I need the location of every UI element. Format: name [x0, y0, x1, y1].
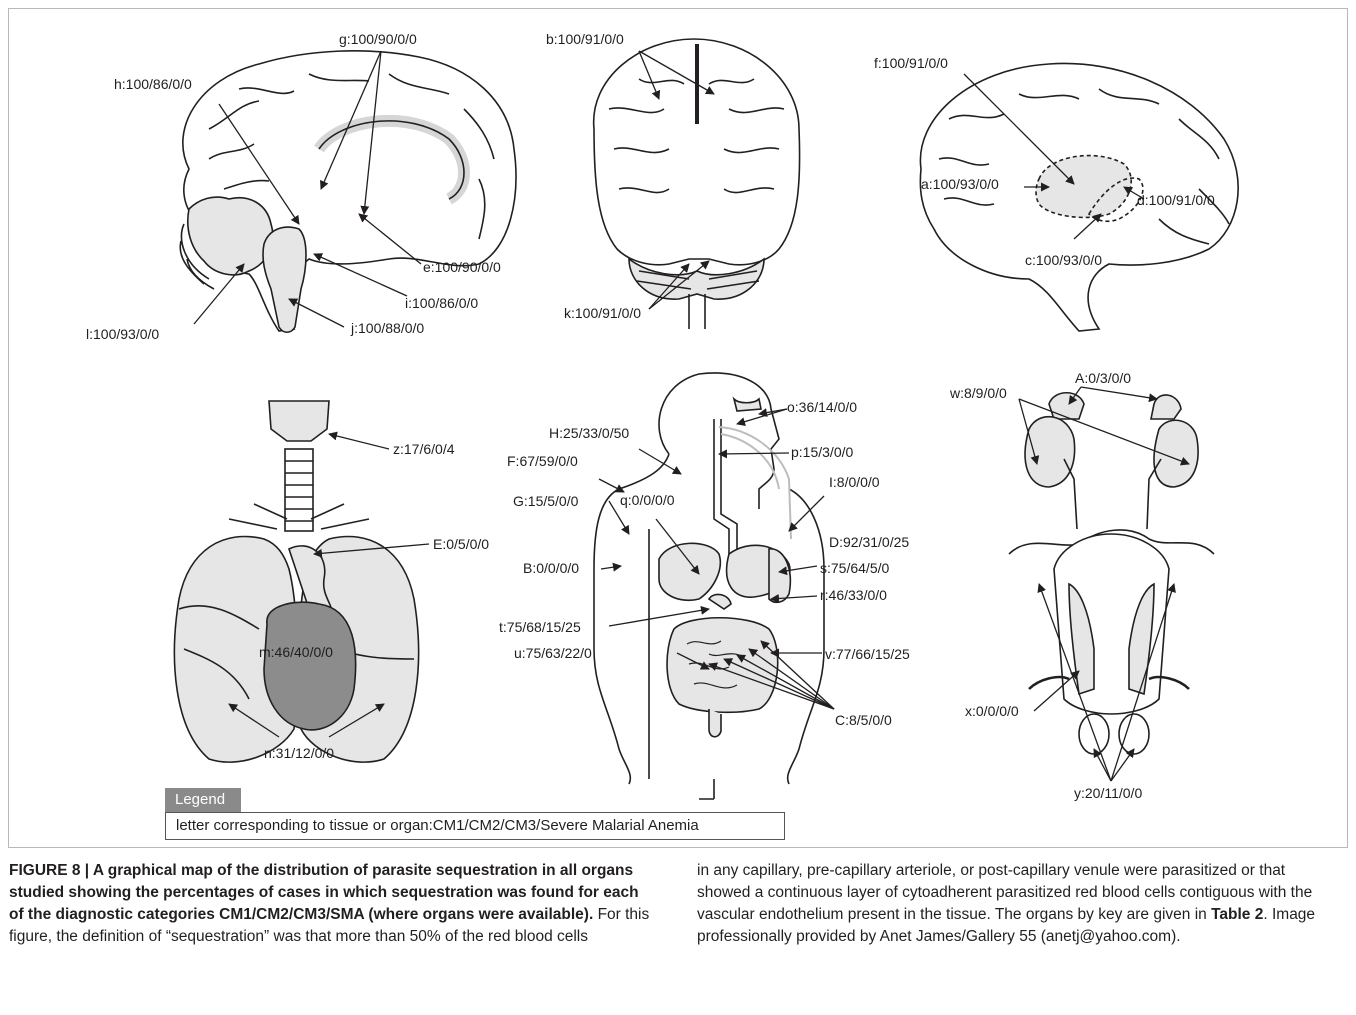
label-B: B:0/0/0/0: [523, 560, 579, 576]
label-w: w:8/9/0/0: [950, 385, 1007, 401]
label-I: I:8/0/0/0: [829, 474, 880, 490]
table-reference: Table 2: [1211, 906, 1263, 923]
legend-text: letter corresponding to tissue or organ:…: [165, 812, 785, 840]
brain-coronal: [594, 39, 800, 329]
label-m: m:46/40/0/0: [259, 644, 333, 660]
legend-title: Legend: [165, 788, 241, 812]
label-f: f:100/91/0/0: [874, 55, 948, 71]
label-j: j:100/88/0/0: [351, 320, 424, 336]
label-e: e:100/90/0/0: [423, 259, 501, 275]
label-s: s:75/64/5/0: [820, 560, 889, 576]
label-g: g:100/90/0/0: [339, 31, 417, 47]
brain-sagittal: [180, 51, 516, 332]
label-y: y:20/11/0/0: [1074, 785, 1142, 801]
label-C: C:8/5/0/0: [835, 712, 892, 728]
label-k: k:100/91/0/0: [564, 305, 641, 321]
urogenital: [1009, 393, 1214, 754]
label-v: v:77/66/15/25: [825, 646, 910, 662]
label-r: r:46/33/0/0: [820, 587, 887, 603]
label-q: q:0/0/0/0: [620, 492, 675, 508]
anatomy-illustration: [9, 9, 1347, 847]
label-l: l:100/93/0/0: [86, 326, 159, 342]
label-F: F:67/59/0/0: [507, 453, 578, 469]
label-b: b:100/91/0/0: [546, 31, 624, 47]
label-x: x:0/0/0/0: [965, 703, 1019, 719]
label-u: u:75/63/22/0: [514, 645, 592, 661]
label-a: a:100/93/0/0: [921, 176, 999, 192]
label-E: E:0/5/0/0: [433, 536, 489, 552]
label-h: h:100/86/0/0: [114, 76, 192, 92]
label-z: z:17/6/0/4: [393, 441, 455, 457]
label-G: G:15/5/0/0: [513, 493, 578, 509]
label-t: t:75/68/15/25: [499, 619, 581, 635]
figure-label: FIGURE 8 | A graphical map of the distri…: [9, 862, 639, 923]
label-n: n:31/12/0/0: [264, 745, 334, 761]
label-c: c:100/93/0/0: [1025, 252, 1102, 268]
label-H: H:25/33/0/50: [549, 425, 629, 441]
label-d: d:100/91/0/0: [1137, 192, 1215, 208]
label-p: p:15/3/0/0: [791, 444, 853, 460]
thorax: [174, 401, 418, 762]
label-D: D:92/31/0/25: [829, 534, 909, 550]
caption-left-column: FIGURE 8 | A graphical map of the distri…: [9, 860, 654, 948]
figure-panel: g:100/90/0/0 h:100/86/0/0 e:100/90/0/0 i…: [8, 8, 1348, 848]
label-o: o:36/14/0/0: [787, 399, 857, 415]
label-A: A:0/3/0/0: [1075, 370, 1131, 386]
label-i: i:100/86/0/0: [405, 295, 478, 311]
caption-right-column: in any capillary, pre-capillary arteriol…: [697, 860, 1342, 948]
